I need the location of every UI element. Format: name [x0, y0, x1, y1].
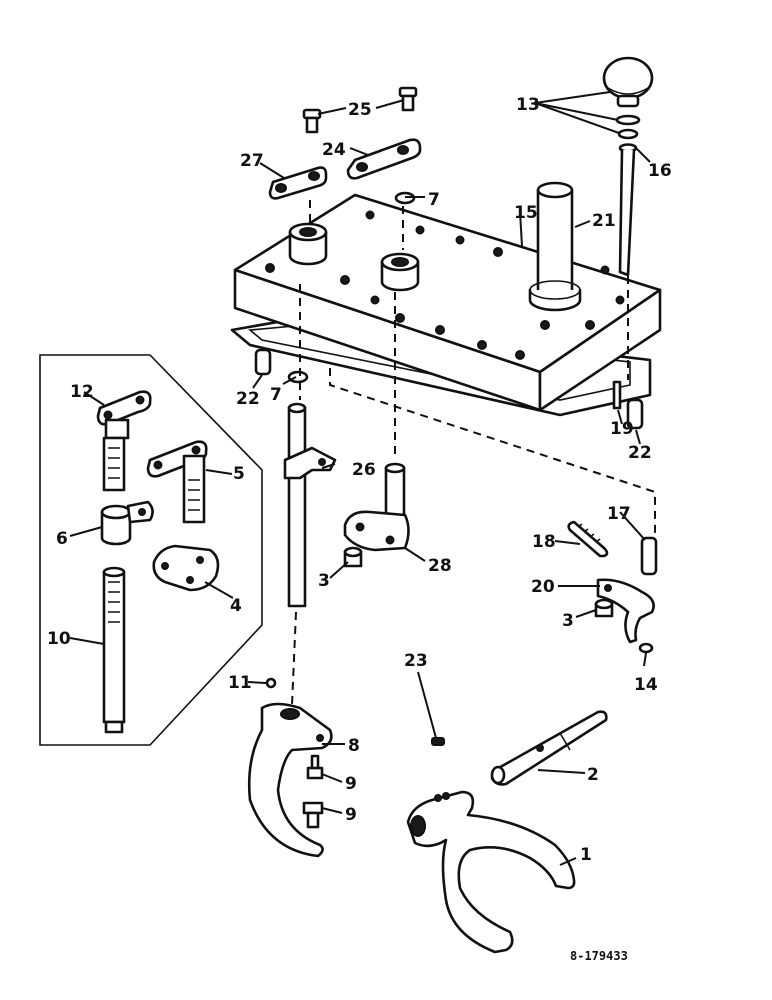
callout-5: 5	[233, 464, 245, 484]
roller-right	[594, 598, 614, 618]
callout-26: 26	[352, 460, 376, 480]
callout-7-upper: 7	[428, 190, 440, 210]
callout-27: 27	[240, 151, 264, 171]
callout-9-lower: 9	[345, 805, 357, 825]
callout-3-left: 3	[318, 571, 330, 591]
shift-fork-1	[406, 790, 576, 954]
shift-lever-tube	[528, 181, 582, 312]
shift-lever-knob	[602, 56, 654, 277]
callout-13: 13	[516, 95, 540, 115]
o-ring-lower	[287, 370, 309, 384]
snap-ring-11	[265, 677, 277, 689]
shaft-with-lever-28	[343, 462, 410, 552]
callout-20: 20	[531, 577, 555, 597]
bell-crank-lever-20	[596, 578, 655, 644]
pin-23	[431, 737, 445, 746]
cover-boss-left	[288, 222, 328, 266]
link-plate-24	[346, 138, 422, 180]
callout-14: 14	[634, 675, 658, 695]
callout-21: 21	[592, 211, 616, 231]
dowel-pin-right	[626, 398, 644, 430]
callout-22-left: 22	[236, 389, 260, 409]
inset-panel-border	[39, 354, 263, 746]
callout-8: 8	[348, 736, 360, 756]
callout-3-right: 3	[562, 611, 574, 631]
inset-lever-shaft-12	[96, 390, 152, 492]
callout-19: 19	[610, 419, 634, 439]
roller-left	[343, 546, 363, 568]
callout-24: 24	[322, 140, 346, 160]
callout-6: 6	[56, 529, 68, 549]
bolt-right	[398, 86, 418, 112]
dowel-pin-left	[254, 348, 272, 376]
callout-15: 15	[514, 203, 538, 223]
washer-14	[638, 642, 654, 654]
bolt-left	[302, 108, 322, 134]
inset-collar-6	[100, 500, 154, 546]
pin-17	[640, 536, 658, 576]
callout-9-upper: 9	[345, 774, 357, 794]
shift-shaft-26	[283, 402, 337, 608]
cover-plate	[233, 193, 662, 412]
callout-12: 12	[70, 382, 94, 402]
callout-7-lower: 7	[270, 385, 282, 405]
assembly-line-pin-17	[329, 368, 656, 535]
callout-25: 25	[348, 100, 372, 120]
cover-boss-middle	[380, 252, 420, 292]
callout-23: 23	[404, 651, 428, 671]
callout-17: 17	[607, 504, 631, 524]
callout-16: 16	[648, 161, 672, 181]
callout-22-right: 22	[628, 443, 652, 463]
assembly-line-fork-8	[291, 611, 297, 706]
callout-10: 10	[47, 629, 71, 649]
callout-1: 1	[580, 845, 592, 865]
link-plate-27	[268, 166, 328, 200]
set-screw-upper	[306, 754, 324, 780]
callout-18: 18	[532, 532, 556, 552]
inset-shaft-10	[102, 566, 126, 734]
inset-lever-plate-4	[152, 544, 220, 592]
drawing-number: 8-179433	[570, 949, 628, 963]
leader-lines	[69, 91, 651, 866]
shift-rail-2	[490, 710, 608, 786]
set-screw-lower	[302, 801, 324, 829]
callout-4: 4	[230, 596, 242, 616]
callout-28: 28	[428, 556, 452, 576]
shift-fork-8	[247, 702, 333, 858]
pin-19	[612, 380, 622, 410]
spring-18	[567, 520, 609, 558]
callout-11: 11	[228, 673, 252, 693]
callout-2: 2	[587, 765, 599, 785]
inset-lever-shaft-5	[146, 440, 208, 524]
